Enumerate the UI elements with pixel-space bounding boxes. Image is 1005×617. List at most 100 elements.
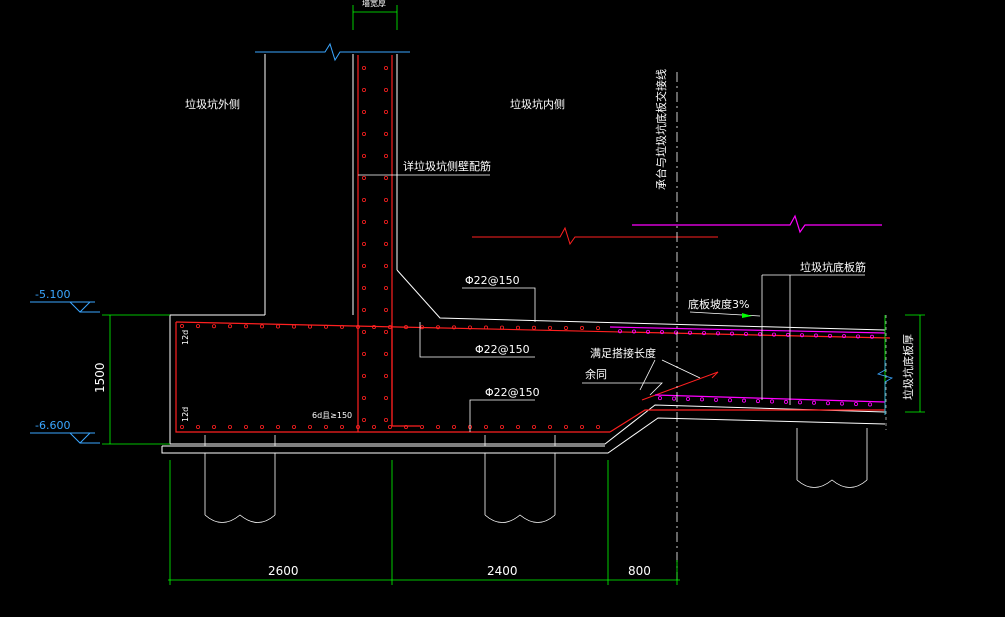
rebar-dot — [596, 326, 601, 331]
rebar-dot — [383, 131, 388, 136]
anchor-label-1: 满足搭接长度 — [590, 346, 656, 360]
slab-dot — [742, 398, 747, 403]
rebar-dot — [307, 424, 312, 429]
rebar-dot — [211, 424, 216, 429]
rebar-dot — [361, 417, 366, 422]
rebar-dot — [383, 263, 388, 268]
slab-dot — [632, 329, 637, 334]
rebar-dot — [361, 110, 366, 115]
rebar-dot — [291, 424, 296, 429]
rebar-dot — [371, 324, 376, 329]
level-top-value: -5.100 — [35, 288, 70, 301]
rebar-dot — [435, 424, 440, 429]
rebar-dot — [383, 241, 388, 246]
rebar-dot — [383, 175, 388, 180]
rebar-dot — [499, 325, 504, 330]
rebar-dot — [243, 324, 248, 329]
rebar-dot — [580, 424, 585, 429]
rebar-dot — [419, 424, 424, 429]
slab-dot — [686, 396, 691, 401]
rebar-dot — [383, 417, 388, 422]
rebar-dot — [361, 285, 366, 290]
rebar-dot — [532, 424, 537, 429]
rebar-dot — [532, 325, 537, 330]
rebar-dot — [383, 329, 388, 334]
pit-bottom-rebar-label: 垃圾坑底板筋 — [800, 260, 866, 274]
anchor-rebar-tail — [711, 371, 719, 379]
slab-dot — [728, 398, 733, 403]
piles — [204, 428, 868, 523]
slab-dot — [646, 329, 651, 334]
slab-dot — [856, 334, 861, 339]
slab-dot — [842, 334, 847, 339]
rebar-dot — [383, 351, 388, 356]
dim-2400: 2400 — [487, 564, 518, 578]
slab-breakline — [876, 360, 894, 415]
slope-arrowhead — [742, 313, 752, 318]
rebar-dot — [361, 329, 366, 334]
rebar-dot — [243, 424, 248, 429]
leaders — [358, 174, 865, 432]
wall-rebar-label: 详垃圾坑侧壁配筋 — [403, 159, 491, 173]
rebar-dot — [516, 325, 521, 330]
rebar-dot — [516, 424, 521, 429]
pit-slab-dots — [618, 329, 875, 407]
slab-dot — [770, 399, 775, 404]
rebar-dot — [361, 241, 366, 246]
rebar-dot — [355, 424, 360, 429]
slope-label: 底板坡度3% — [688, 297, 749, 311]
rebar-dot — [361, 219, 366, 224]
rebar-dot — [275, 424, 280, 429]
slab-dot — [868, 402, 873, 407]
anchor-rebar — [641, 371, 719, 401]
rebar-dot — [451, 325, 456, 330]
rebar-dot — [383, 66, 388, 71]
rebar-dot — [383, 197, 388, 202]
rebar-dot — [339, 424, 344, 429]
rebar-dot — [548, 325, 553, 330]
rebar-dot — [548, 424, 553, 429]
lap-label: 6d且≥150 — [312, 411, 352, 420]
rebar-dot — [211, 324, 216, 329]
dim-800: 800 — [628, 564, 651, 578]
slab-dot — [840, 401, 845, 406]
dim-height: 1500 — [93, 362, 107, 393]
rebar-dot — [467, 325, 472, 330]
rebar-dot — [580, 326, 585, 331]
rebar-dot — [483, 325, 488, 330]
rebar-dot — [179, 324, 184, 329]
slab-dot — [702, 331, 707, 336]
level-marker-bottom — [30, 432, 100, 444]
red-breakline — [472, 226, 718, 246]
rebar-dot — [383, 395, 388, 400]
rebar-dot — [259, 424, 264, 429]
rebar-dot — [403, 424, 408, 429]
slab-dot — [672, 396, 677, 401]
outer-side-label: 垃圾坑外侧 — [185, 97, 240, 111]
slab-dot — [854, 402, 859, 407]
rebar-dot — [371, 424, 376, 429]
rebar-dot — [339, 324, 344, 329]
slab-dot — [688, 330, 693, 335]
rebar-dot — [307, 324, 312, 329]
rebar-dot — [323, 424, 328, 429]
rebar-dot — [383, 153, 388, 158]
rebar-dot — [361, 373, 366, 378]
dimension-lines — [102, 5, 925, 585]
rebar-dot — [387, 424, 392, 429]
inner-side-label: 垃圾坑内侧 — [510, 97, 565, 111]
rebar-dot — [596, 424, 601, 429]
rebar-dot — [361, 88, 366, 93]
rebar-dot — [259, 324, 264, 329]
rebar-dot — [383, 373, 388, 378]
rebar-dot — [403, 325, 408, 330]
rebar-dot — [355, 324, 360, 329]
rebar-dot — [361, 66, 366, 71]
slab-dot — [812, 400, 817, 405]
rebar-bot-label: Φ22@150 — [485, 386, 540, 399]
anchor-label-2: 余同 — [585, 367, 607, 381]
pit-slab-rebar — [609, 214, 886, 403]
rebar-dot — [435, 325, 440, 330]
rebar-dot — [179, 424, 184, 429]
